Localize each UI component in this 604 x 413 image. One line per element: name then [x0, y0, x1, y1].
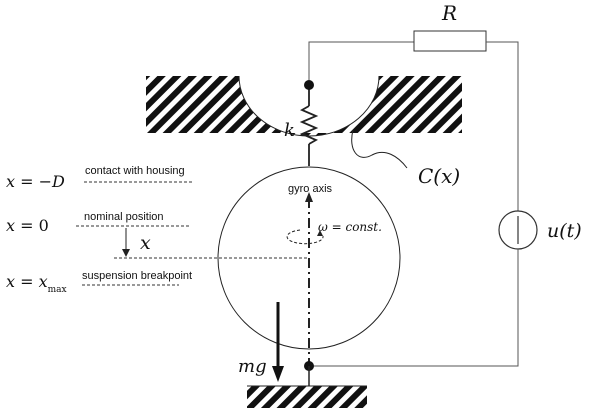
position-nominal-equation: x = 0	[6, 216, 49, 235]
position-breakpoint-equation: x = xmax	[6, 272, 67, 295]
housing-top	[146, 76, 462, 136]
gyro-axis-arrowhead	[305, 192, 313, 202]
housing-cutout-edge	[238, 75, 380, 137]
resistor-label: R	[441, 1, 457, 25]
position-contact-equation: x = −D	[6, 172, 65, 191]
circuit-wire-top	[308, 41, 414, 85]
position-nominal-note: nominal position	[84, 211, 164, 223]
omega-label: ω = const.	[318, 220, 382, 234]
position-contact-note: contact with housing	[85, 165, 185, 177]
gravity-label: mg	[238, 356, 267, 377]
gravity-arrowhead	[272, 366, 284, 382]
position-breakpoint-note: suspension breakpoint	[82, 270, 192, 282]
displacement-arrowhead	[122, 249, 130, 257]
ground	[247, 386, 367, 408]
spring-coil	[299, 105, 319, 145]
resistor	[413, 30, 487, 52]
gyro-rotor	[217, 166, 401, 350]
gyro-axis-label: gyro axis	[288, 183, 333, 195]
circuit-wire-right	[486, 41, 519, 211]
rotation-arrowhead	[317, 230, 323, 236]
circuit-wire-bottom	[309, 249, 519, 367]
node-top	[304, 80, 314, 90]
source-label: u(t)	[547, 220, 582, 242]
rotation-icon	[286, 229, 324, 245]
spring-label: k	[284, 120, 295, 141]
capacitance-label: C(x)	[418, 164, 460, 188]
capacitance-leader	[351, 129, 408, 169]
displacement-label: x	[140, 232, 151, 254]
